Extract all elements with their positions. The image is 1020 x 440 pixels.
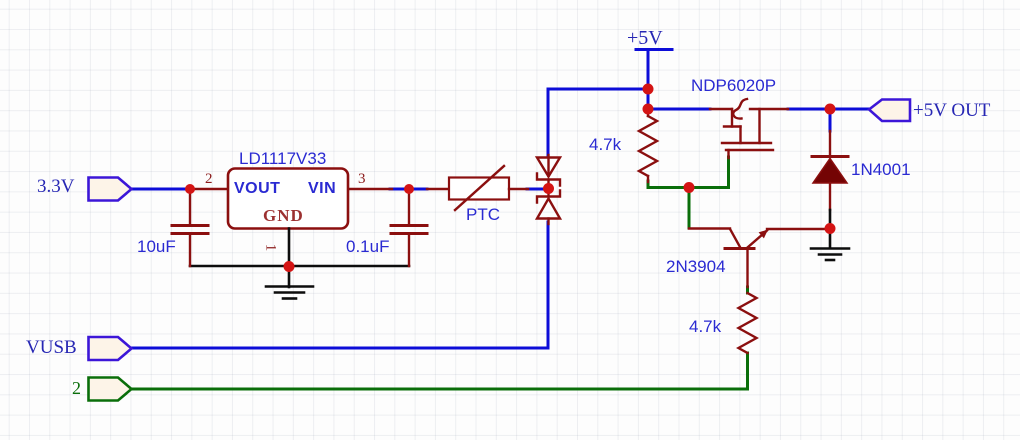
- wire-vusb[interactable]: [129, 220, 550, 350]
- collector-diagonal: [728, 227, 742, 249]
- ground-icon[interactable]: [809, 247, 851, 262]
- junction-dot: [185, 184, 195, 194]
- resistor-zigzag: [736, 291, 759, 355]
- label-resistor-pullup[interactable]: 4.7k: [589, 135, 622, 154]
- mosfet-arrow-curl: [732, 97, 749, 120]
- junction-dot: [404, 184, 414, 194]
- junction-dot: [824, 223, 836, 234]
- capacitor-0p1uF[interactable]: [389, 187, 429, 268]
- junction-dot: [283, 261, 295, 272]
- junction-dot: [683, 182, 695, 193]
- label-regulator-name[interactable]: LD1117V33: [239, 149, 327, 168]
- port-2[interactable]: [87, 376, 134, 402]
- resistor-zigzag: [636, 114, 660, 178]
- ptc-strike: [453, 164, 506, 212]
- pin-label-vin[interactable]: VIN: [308, 180, 337, 197]
- label-resistor-base[interactable]: 4.7k: [689, 317, 722, 336]
- regulator-ld1117v33[interactable]: [188, 167, 394, 289]
- resistor-pullup-4k7[interactable]: [636, 107, 660, 184]
- junction-dot: [642, 103, 654, 115]
- emitter-arrow: [758, 229, 768, 239]
- pin-label-gnd[interactable]: GND: [263, 206, 304, 225]
- port-3v3[interactable]: [87, 176, 134, 202]
- diode-1n4001[interactable]: [810, 129, 850, 212]
- ptc-fuse[interactable]: [425, 164, 530, 212]
- port-label-vusb[interactable]: VUSB: [26, 337, 77, 358]
- diode-triangle: [811, 157, 849, 184]
- pin-number-1[interactable]: 1: [262, 243, 279, 252]
- mosfet-ndp6020p[interactable]: [708, 97, 790, 160]
- resistor-base-4k7[interactable]: [736, 291, 759, 355]
- port-label-3v3[interactable]: 3.3V: [37, 176, 75, 197]
- label-cap-10uF[interactable]: 10uF: [137, 237, 176, 256]
- ground-icon[interactable]: [264, 285, 315, 300]
- wire-signal-2[interactable]: [129, 351, 749, 391]
- pin-number-2[interactable]: 2: [205, 171, 213, 187]
- pin-number-3[interactable]: 3: [358, 171, 366, 187]
- port-label-2[interactable]: 2: [72, 378, 81, 398]
- label-mosfet[interactable]: NDP6020P: [691, 76, 777, 95]
- capacitor-10uF[interactable]: [170, 187, 210, 268]
- port-5v-out[interactable]: [866, 98, 912, 123]
- junction-dot: [824, 103, 836, 115]
- label-ptc[interactable]: PTC: [466, 205, 500, 224]
- transistor-2n3904[interactable]: [687, 227, 832, 289]
- zener-bottom-triangle: [534, 196, 563, 220]
- label-cap-0p1uF[interactable]: 0.1uF: [346, 237, 390, 256]
- port-vusb[interactable]: [87, 335, 134, 362]
- junction-dot: [543, 183, 554, 194]
- port-label-5v-out[interactable]: +5V OUT: [913, 100, 991, 121]
- junction-dot: [642, 83, 654, 95]
- label-diode[interactable]: 1N4001: [851, 160, 911, 179]
- zener-top-triangle: [534, 156, 563, 179]
- power-label-5v[interactable]: +5V: [627, 27, 663, 49]
- pin-label-vout[interactable]: VOUT: [234, 180, 281, 197]
- label-npn[interactable]: 2N3904: [666, 257, 726, 276]
